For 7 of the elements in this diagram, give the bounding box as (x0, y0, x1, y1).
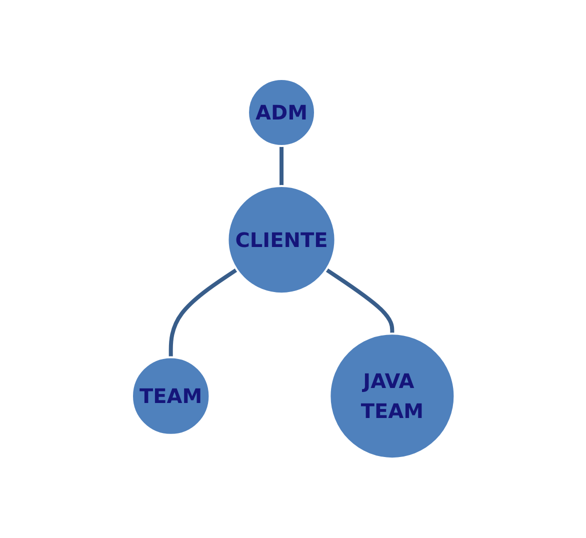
connector (279, 146, 284, 186)
node-circle: TEAM (130, 356, 210, 436)
node-circle: CLIENTE (226, 185, 336, 295)
connector (324, 268, 394, 334)
connector (168, 268, 238, 358)
node-circle: JAVA TEAM (328, 332, 456, 460)
node-circle: ADM (246, 78, 316, 148)
